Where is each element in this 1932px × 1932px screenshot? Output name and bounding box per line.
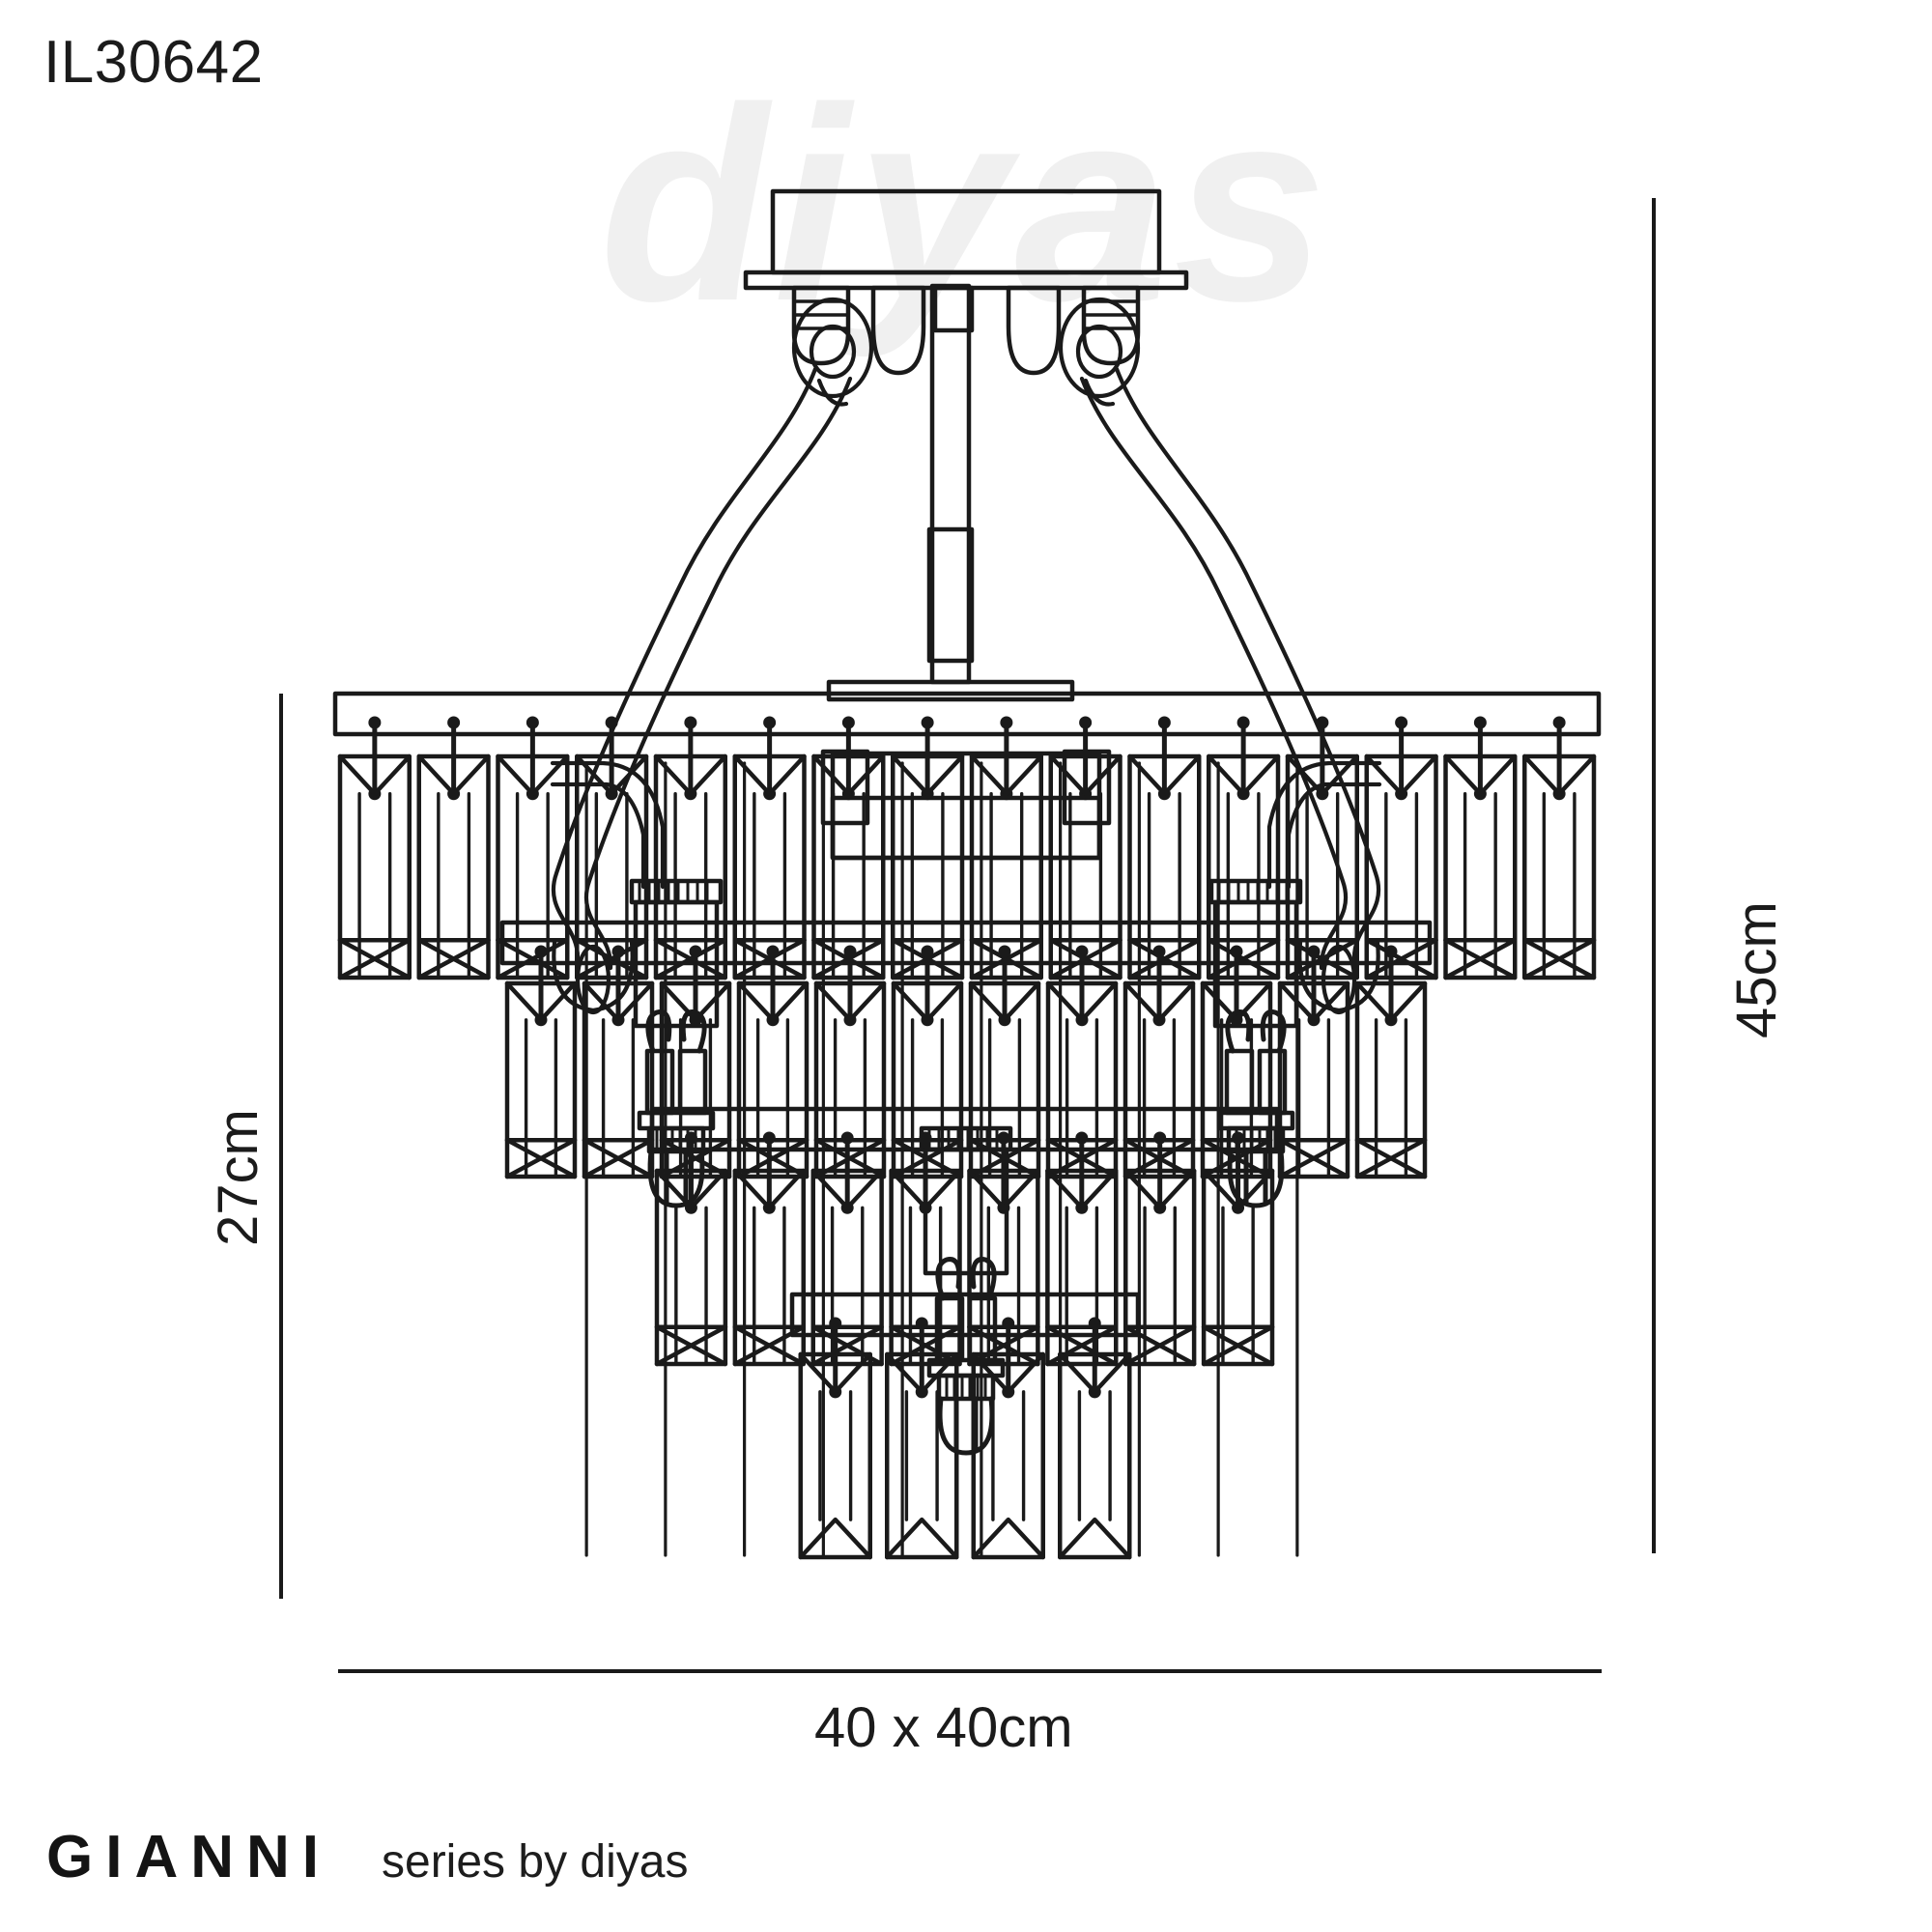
chandelier-body <box>332 188 1602 1560</box>
dimension-label-height-overall: 45cm <box>1725 901 1788 1038</box>
brand-name: GIANNI <box>46 1824 331 1890</box>
brand-series-label: series by diyas <box>382 1836 689 1888</box>
dimension-lines <box>279 198 1656 1673</box>
dimension-label-height-fitting: 27cm <box>207 1109 270 1246</box>
page-title: IL30642 <box>43 29 264 96</box>
footer-branding: GIANNI series by diyas <box>46 1828 688 1888</box>
svg-text:diyas: diyas <box>600 51 1333 359</box>
dimension-label-width: 40 x 40cm <box>814 1696 1073 1759</box>
diyas-watermark: diyas <box>600 51 1333 359</box>
